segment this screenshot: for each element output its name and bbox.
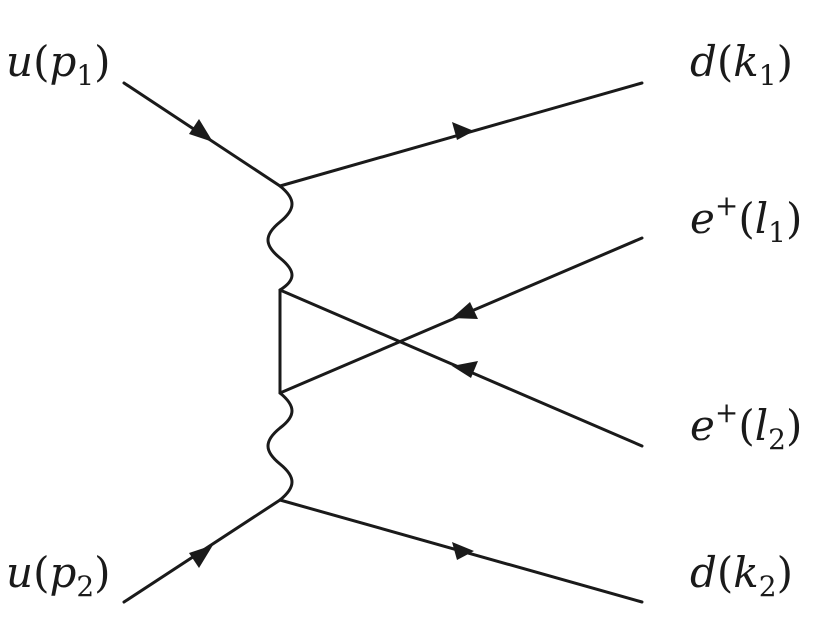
label-d-k2: d(k2) <box>690 548 793 603</box>
arrow-icon-u-p1 <box>189 119 213 142</box>
label-u-p2: u(p2) <box>6 548 111 603</box>
arrow-icon-d-k2 <box>452 542 474 560</box>
label-u-p1: u(p1) <box>6 37 111 92</box>
arrow-icon-e-l1 <box>452 302 478 319</box>
label-d-k1: d(k1) <box>690 37 793 92</box>
arrow-icon-u-p2 <box>189 545 213 568</box>
boson-line-upper <box>266 184 294 292</box>
label-e-l2: e+(l2) <box>690 396 802 456</box>
label-e-l1: e+(l1) <box>690 189 802 249</box>
arrow-icon-e-l2 <box>452 361 478 378</box>
boson-line-lower <box>266 391 294 502</box>
arrow-icon-d-k1 <box>452 122 474 140</box>
